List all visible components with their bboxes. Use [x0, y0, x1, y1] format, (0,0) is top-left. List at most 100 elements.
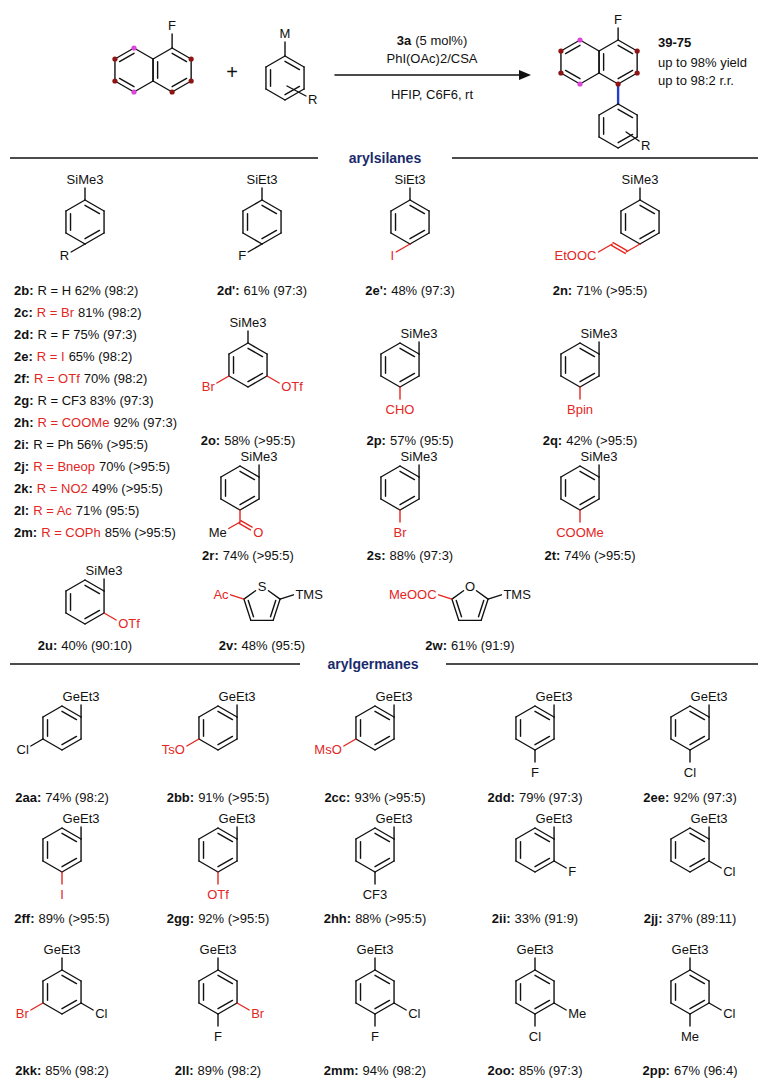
text-group: Br [16, 1006, 29, 1021]
bond [103, 591, 104, 613]
text-group: GeEt3 [536, 811, 573, 826]
chem-label: Cl [723, 1006, 735, 1021]
chem-label: 91% (>95:5) [198, 790, 269, 805]
bond [675, 842, 676, 859]
compound-number: 2h: [14, 415, 34, 430]
text-group: 2w:61% (91:9) [425, 638, 514, 653]
chem-label: R [60, 248, 69, 263]
bond [284, 42, 285, 56]
bond [218, 736, 232, 744]
highlight-label: Br [394, 525, 407, 540]
chem-label: SiMe3 [401, 449, 438, 464]
position-dot [577, 37, 582, 42]
bond [218, 706, 237, 717]
bond [199, 828, 218, 839]
bond [265, 67, 266, 89]
bond [285, 86, 299, 94]
text-group: CHO [386, 402, 415, 417]
bond [381, 376, 400, 387]
chem-label: 40% (90:10) [61, 638, 132, 653]
chem-label: TMS [503, 586, 530, 601]
text-group: GeEt3 [376, 689, 413, 704]
position-dot [616, 81, 621, 86]
chem-label: 93% (>95:5) [354, 790, 425, 805]
chem-label: GeEt3 [63, 689, 100, 704]
compound-number: 2n: [553, 283, 573, 298]
bond [396, 244, 410, 252]
bond [240, 471, 254, 479]
position-dot [131, 45, 136, 50]
bond [218, 1003, 237, 1014]
chem-label: SiMe3 [581, 326, 618, 341]
bond [381, 466, 400, 477]
chem-label: 70% (>95:5) [99, 459, 170, 474]
bond [560, 51, 561, 73]
bond [599, 104, 618, 115]
highlight-label: MeOOC [389, 586, 437, 601]
text-group: 2l:R = Ac71% (95:5) [14, 503, 139, 518]
plus-sign: + [226, 61, 238, 83]
bond [598, 115, 599, 137]
chem-label: R = F 75% (97:3) [38, 327, 137, 342]
bond [218, 970, 237, 981]
text-group: 2bb:91% (>95:5) [167, 790, 270, 805]
text-group: + [226, 61, 238, 83]
bond [47, 984, 48, 1001]
bond [618, 104, 637, 115]
chem-label: F [531, 765, 539, 780]
text-group: F [371, 1029, 379, 1044]
text-group: 2h:R = COOMe92% (97:3) [14, 415, 177, 430]
bond [221, 466, 240, 477]
bond [400, 471, 414, 479]
chem-label: SiEt3 [246, 172, 277, 187]
text-group: 2v:48% (95:5) [219, 638, 305, 653]
text-group: PhI(OAc)2/CSA [386, 51, 477, 66]
bond [598, 477, 599, 499]
chem-label: PhI(OAc)2/CSA [386, 51, 477, 66]
bond [418, 465, 419, 477]
bond [203, 842, 204, 859]
bond [580, 471, 594, 479]
text-group: R [641, 138, 650, 153]
bond [380, 354, 381, 376]
bond [85, 585, 99, 593]
position-dot [189, 78, 194, 83]
compound-number: 2f: [14, 371, 30, 386]
text-group: TsO [162, 742, 185, 757]
text-group: 2d:R = F 75% (97:3) [14, 327, 137, 342]
bond [61, 958, 62, 970]
bond [709, 861, 721, 868]
compound-number: 2cc: [324, 790, 350, 805]
bond [400, 496, 414, 504]
bond [561, 343, 580, 354]
bond [80, 839, 81, 861]
bond [481, 599, 488, 620]
bond [242, 211, 243, 233]
text-group: 2ee:92% (97:3) [643, 790, 737, 805]
chem-label: TMS [295, 586, 322, 601]
bond [43, 739, 62, 750]
text-group: SiMe3 [86, 563, 123, 578]
text-group: COOMe [556, 525, 604, 540]
bond [356, 861, 375, 872]
reaction-arrowhead [519, 70, 531, 80]
bond [42, 981, 43, 1003]
bond [85, 205, 99, 213]
bond [198, 981, 199, 1003]
text-group: Cl [95, 1006, 107, 1021]
bond [218, 739, 237, 750]
bond [520, 842, 521, 859]
section-rule [10, 663, 300, 665]
text-group: 2e':48% (97:3) [365, 283, 454, 298]
text-group: F [214, 1029, 222, 1044]
bond [42, 717, 43, 739]
bond [618, 70, 632, 78]
bond [534, 1014, 535, 1026]
chem-label: 67% (96:4) [674, 1063, 738, 1078]
bond [690, 711, 704, 719]
bond [103, 579, 104, 591]
bond [115, 48, 134, 59]
bond [251, 620, 273, 621]
bond [114, 59, 115, 81]
compound-number: 2oo: [487, 1063, 514, 1078]
